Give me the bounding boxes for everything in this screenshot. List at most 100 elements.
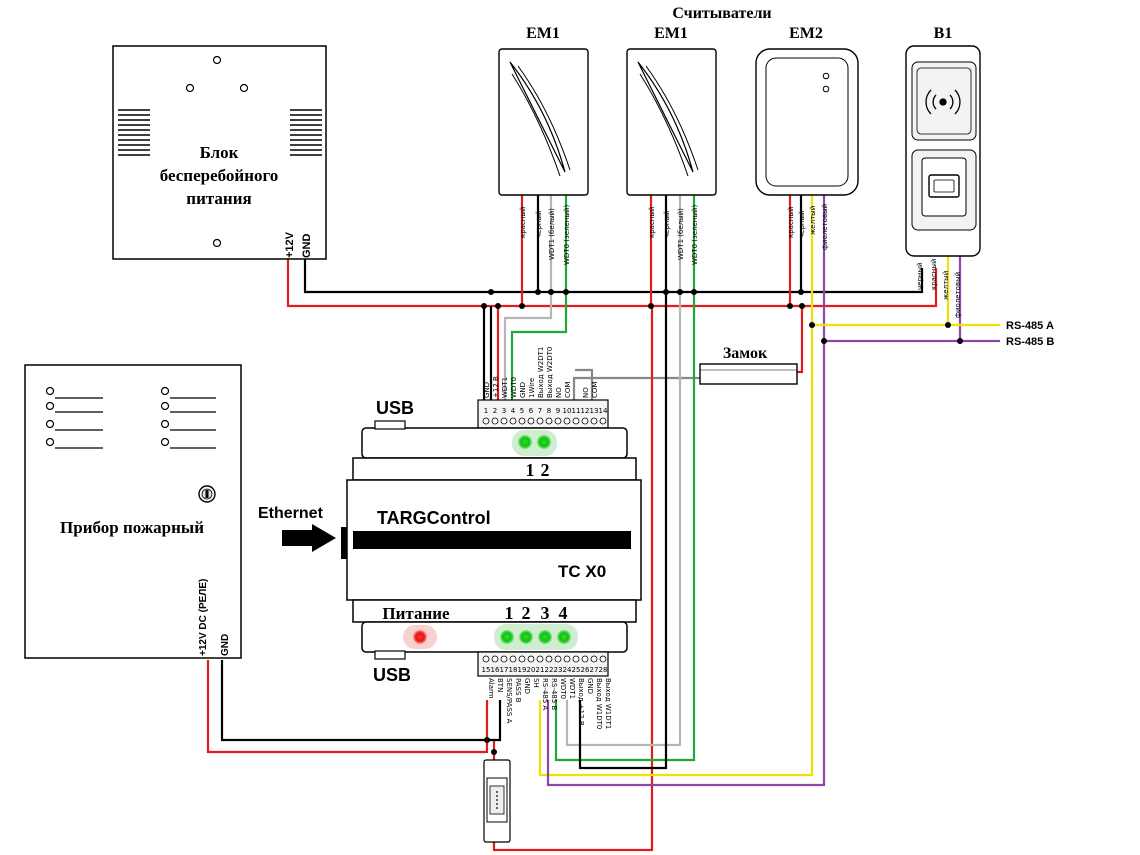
led-top-1-label: 1 [526, 460, 535, 480]
reader-b1: B1 черный красный желтый фиолетовый [905, 25, 981, 318]
svg-text:GND: GND [519, 382, 527, 398]
ethernet-arrow-icon [282, 524, 336, 552]
model-label: TC X0 [558, 562, 606, 581]
svg-text:черный: черный [798, 210, 806, 238]
svg-text:WDT0: WDT0 [510, 377, 518, 398]
svg-text:27: 27 [590, 666, 599, 674]
plus12-bus-wire [286, 258, 938, 308]
ethernet-label: Ethernet [258, 505, 324, 522]
led-bottom-1 [500, 630, 514, 644]
reader-em1-b: EM1 красный черный WDT1 (белый) WDT0 (зе… [626, 25, 717, 265]
svg-text:13: 13 [590, 407, 599, 415]
reader-b1-wire-labels: черный красный желтый фиолетовый [916, 259, 962, 318]
svg-text:1: 1 [484, 407, 488, 415]
svg-text:1Wire: 1Wire [528, 378, 536, 398]
top-terminal-screws [482, 417, 607, 425]
reader-em1-a-wire-labels: красный черный WDT1 (белый) WDT0 (зелены… [519, 205, 571, 265]
svg-text:WDT0: WDT0 [559, 678, 567, 699]
usb-top-label: USB [376, 398, 414, 418]
ups-vent-right [290, 109, 322, 156]
readers-group-title: Считыватели [672, 5, 771, 22]
svg-text:WDT0 (зеленый): WDT0 (зеленый) [563, 205, 571, 265]
led-top-2 [537, 435, 551, 449]
fire-panel-title: Прибор пожарный [60, 518, 204, 537]
svg-text:красный: красный [519, 207, 527, 238]
controller: 1 2 3 4 5 6 7 8 9 10 11 12 13 14 GND +12… [258, 347, 642, 729]
svg-text:SENS/PASS A: SENS/PASS A [505, 678, 513, 724]
svg-text:11: 11 [572, 407, 581, 415]
led-bottom-3 [538, 630, 552, 644]
svg-text:желтый: желтый [942, 271, 950, 300]
svg-text:3: 3 [502, 407, 506, 415]
svg-text:Выход W2DT0: Выход W2DT0 [546, 347, 554, 398]
svg-text:GND: GND [523, 678, 531, 694]
led-bottom-2-label: 2 [522, 603, 531, 623]
reader-em2: EM2 красный черный желтый фиолетовый [755, 25, 859, 250]
ups-unit: Блок бесперебойного питания +12V GND [112, 45, 327, 260]
top-leds [512, 430, 557, 456]
svg-text:20: 20 [527, 666, 536, 674]
svg-text:Alarm: Alarm [487, 678, 495, 699]
svg-text:красный: красный [787, 207, 795, 238]
svg-text:SH: SH [532, 678, 540, 688]
svg-text:28: 28 [599, 666, 608, 674]
bottom-leds [494, 624, 578, 650]
reader-em1-a-name: EM1 [526, 25, 560, 42]
svg-text:NO: NO [582, 387, 590, 398]
svg-text:26: 26 [581, 666, 590, 674]
top-pin-numbers: 1 2 3 4 5 6 7 8 9 10 11 12 13 14 [484, 407, 608, 415]
svg-text:12: 12 [581, 407, 590, 415]
ups-title-line3: питания [186, 189, 251, 208]
svg-text:PASS B: PASS B [514, 678, 522, 703]
svg-text:7: 7 [538, 407, 542, 415]
reader-em1-a: EM1 красный черный WDT1 (белый) WDT0 (зе… [498, 25, 589, 265]
svg-text:23: 23 [554, 666, 563, 674]
svg-text:6: 6 [529, 407, 534, 415]
fire-panel: Прибор пожарный +12V DC (РЕЛЕ) GND [24, 364, 242, 659]
svg-text:22: 22 [545, 666, 554, 674]
svg-text:21: 21 [536, 666, 545, 674]
led-top-1 [518, 435, 532, 449]
svg-text:BTN: BTN [496, 678, 504, 692]
bottom-terminal-screws [482, 655, 607, 663]
svg-text:16: 16 [491, 666, 500, 674]
top-pin-labels: GND +12 В WDT1 WDT0 GND 1Wire Выход W2DT… [483, 347, 599, 398]
fire-panel-terminal-gnd: GND [220, 634, 231, 656]
bottom-pin-numbers: 15 16 17 18 19 20 21 22 23 24 25 26 27 2… [482, 666, 608, 674]
svg-text:10: 10 [563, 407, 572, 415]
wires [206, 195, 1000, 852]
fire-panel-terminal-relay: +12V DC (РЕЛЕ) [198, 579, 209, 656]
usb-port-bottom [374, 650, 406, 660]
svg-text:черный: черный [535, 210, 543, 238]
svg-text:Выход W1DT0: Выход W1DT0 [595, 678, 603, 729]
svg-text:GND: GND [586, 678, 594, 694]
svg-text:черный: черный [916, 262, 924, 290]
svg-text:15: 15 [482, 666, 491, 674]
reader-em2-name: EM2 [789, 25, 823, 42]
svg-text:GND: GND [483, 382, 491, 398]
svg-text:24: 24 [563, 666, 572, 674]
led-bottom-1-label: 1 [505, 603, 514, 623]
brand-stripe [353, 531, 631, 549]
svg-text:фиолетовый: фиолетовый [954, 272, 962, 318]
svg-text:2: 2 [493, 407, 497, 415]
svg-text:WDT1: WDT1 [568, 678, 576, 699]
reader-em1-b-wire-labels: красный черный WDT1 (белый) WDT0 (зелены… [648, 205, 699, 265]
svg-text:17: 17 [500, 666, 509, 674]
svg-text:14: 14 [599, 407, 608, 415]
svg-text:+12 В: +12 В [492, 376, 500, 398]
rs485-b-label: RS-485 B [1006, 336, 1054, 348]
svg-text:5: 5 [520, 407, 524, 415]
ups-terminal-plus: +12V [284, 231, 296, 258]
ups-title-line2: бесперебойного [160, 166, 279, 185]
led-bottom-4 [557, 630, 571, 644]
svg-text:WDT1 (белый): WDT1 (белый) [548, 208, 556, 260]
svg-text:COM: COM [591, 382, 599, 398]
svg-text:WDT0 (зеленый): WDT0 (зеленый) [691, 205, 699, 265]
power-label: Питание [382, 604, 450, 623]
exit-button-device [483, 759, 511, 843]
usb-bottom-label: USB [373, 665, 411, 685]
gnd-bus-wire [303, 258, 924, 294]
reader-em1-b-name: EM1 [654, 25, 688, 42]
